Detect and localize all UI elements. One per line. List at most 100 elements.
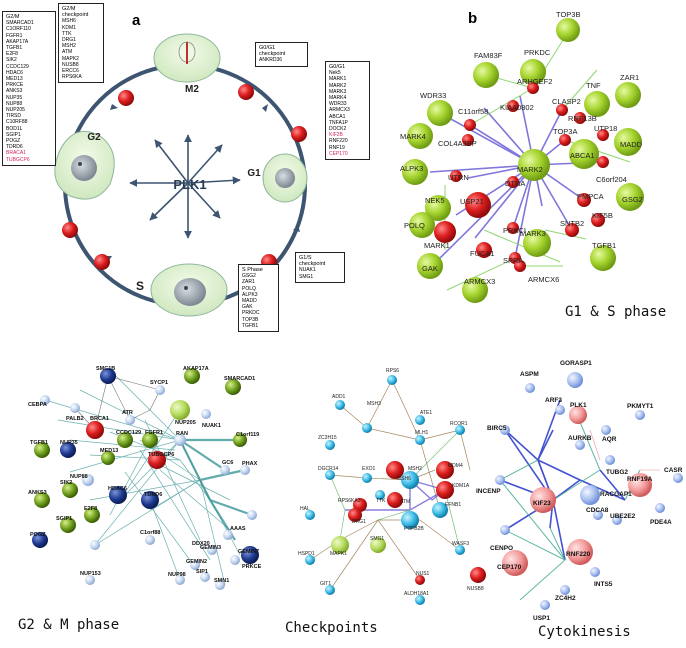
- checkpoint-dot: [94, 254, 110, 270]
- gene-item: TNFA1P: [329, 119, 348, 126]
- g0g1-checkpoint-box: G0/G1 checkpoint ANKRD36: [255, 42, 308, 67]
- gene-node: [174, 434, 186, 446]
- gene-node: [507, 222, 519, 234]
- gene-node: [225, 379, 241, 395]
- gene-item: POGZ: [6, 138, 21, 145]
- gene-node: [556, 18, 580, 42]
- node-label: FAM83F PRKDC TOP3B TNF ZAR1 WDR33 MARK4 …: [400, 10, 643, 286]
- svg-text:SGIP1: SGIP1: [56, 516, 72, 522]
- gene-node: [200, 572, 210, 582]
- gene-node: [241, 546, 259, 564]
- gene-item: NUP205: [6, 107, 25, 114]
- svg-text:SMG1: SMG1: [370, 536, 384, 542]
- g2m-checkpoint-list: MSH6 KDM1 TTK DRG1 MSH2 ATM MAPK2 NUSB8 …: [62, 18, 100, 80]
- svg-text:RAN: RAN: [176, 431, 188, 437]
- svg-text:C1orf88: C1orf88: [140, 530, 160, 536]
- svg-text:ATE1: ATE1: [420, 410, 432, 416]
- svg-text:MLH1: MLH1: [415, 430, 429, 436]
- gene-node: [109, 486, 127, 504]
- s-cell: [150, 263, 228, 317]
- gene-node: [220, 465, 230, 475]
- gene-node: [215, 580, 225, 590]
- g1s-network: FAM83F PRKDC TOP3B TNF ZAR1 WDR33 MARK4 …: [400, 10, 644, 303]
- svg-text:MARK2: MARK2: [517, 165, 543, 174]
- svg-text:SPRA: SPRA: [503, 256, 523, 265]
- svg-text:PLK1: PLK1: [570, 402, 587, 409]
- gene-node: [100, 368, 116, 384]
- gene-node: [593, 510, 603, 520]
- gene-item: ALPK3: [242, 291, 258, 298]
- gene-node: [375, 490, 385, 500]
- gene-item: NUP35: [6, 94, 23, 101]
- svg-text:ARHGEF2: ARHGEF2: [517, 77, 552, 86]
- svg-text:ZC4H2: ZC4H2: [555, 595, 576, 602]
- gene-node: [125, 415, 135, 425]
- svg-text:COL4A3BP: COL4A3BP: [438, 139, 477, 148]
- checkpoint-dot: [118, 90, 134, 106]
- svg-text:BIRC5: BIRC5: [487, 425, 507, 432]
- gene-item: C1ORF110: [6, 26, 31, 33]
- svg-text:GEMIN2: GEMIN2: [186, 559, 207, 565]
- svg-text:ARMCX6: ARMCX6: [528, 275, 559, 284]
- svg-text:PRKCI: PRKCI: [503, 226, 526, 235]
- svg-text:ARF3: ARF3: [545, 397, 562, 404]
- gene-item: ERCC6: [62, 68, 79, 75]
- gene-node: [436, 461, 454, 479]
- svg-text:ABCA1: ABCA1: [570, 151, 595, 160]
- gene-node: [207, 545, 217, 555]
- gene-item: RNF220: [329, 138, 348, 145]
- phase-m2-label: M2: [185, 84, 199, 95]
- svg-text:CCDC129: CCDC129: [116, 430, 141, 436]
- gene-node: [462, 277, 488, 303]
- gene-node: [84, 507, 100, 523]
- gene-node: [507, 100, 519, 112]
- gene-item: DOCK2: [329, 126, 347, 133]
- svg-text:ARMCX3: ARMCX3: [464, 277, 495, 286]
- gene-node: [427, 100, 453, 126]
- svg-text:PRKDC: PRKDC: [524, 48, 551, 57]
- svg-text:NUP98: NUP98: [168, 572, 186, 578]
- gene-node: [567, 372, 583, 388]
- gene-node: [565, 223, 579, 237]
- svg-text:HSPD1: HSPD1: [298, 551, 315, 557]
- gene-item: TGFB1: [242, 322, 259, 329]
- gene-node: [86, 421, 104, 439]
- gene-node: [628, 473, 652, 497]
- gene-node: [145, 535, 155, 545]
- phase-g2-label: G2: [87, 132, 101, 143]
- svg-text:TOP3A: TOP3A: [553, 127, 577, 136]
- svg-text:DDX20: DDX20: [192, 541, 210, 547]
- svg-text:PRKCE: PRKCE: [242, 564, 262, 570]
- svg-text:POGZ: POGZ: [30, 532, 46, 538]
- svg-text:NUS1: NUS1: [416, 571, 430, 577]
- gene-node: [601, 425, 611, 435]
- gene-node: [432, 502, 448, 518]
- node-label: RPS6 ADD1 MSH3 ATE1 MLH1 ZC3H15 EXO1 MSH…: [298, 368, 484, 597]
- gene-node: [34, 442, 50, 458]
- g0g1-box: G0/G1 Nek5 MARK1 MARK2 MARK3 MARK4 WDR33…: [325, 61, 370, 161]
- svg-text:MED13: MED13: [100, 448, 118, 454]
- gene-item: MAPK2: [62, 55, 79, 62]
- gene-node: [240, 465, 250, 475]
- gene-item: SMARCAD1: [6, 20, 34, 27]
- checkpoints-network: RPS6 ADD1 MSH3 ATE1 MLH1 ZC3H15 EXO1 MSH…: [298, 368, 486, 605]
- svg-text:RACGAP1: RACGAP1: [600, 491, 632, 498]
- svg-text:DGCR14: DGCR14: [318, 466, 339, 472]
- g0g1-title: G0/G1: [329, 64, 346, 70]
- gene-node: [117, 432, 133, 448]
- gene-node: [141, 491, 159, 509]
- gene-item: MSH6: [62, 18, 76, 25]
- gene-item: Nek5: [329, 70, 341, 77]
- g2-cell: [54, 130, 115, 200]
- gene-node: [591, 213, 605, 227]
- checkpoint-dot: [62, 222, 78, 238]
- caption-cytokinesis: Cytokinesis: [538, 624, 631, 640]
- svg-text:ZAR1: ZAR1: [620, 73, 639, 82]
- g0g1-checkpoint-title: G0/G1: [259, 45, 276, 51]
- gene-node: [450, 170, 462, 182]
- svg-text:RNF220: RNF220: [566, 551, 591, 558]
- svg-text:MARK1: MARK1: [424, 241, 450, 250]
- svg-text:GIT1: GIT1: [320, 581, 331, 587]
- svg-text:CEP170: CEP170: [497, 564, 522, 571]
- gene-node: [584, 91, 610, 117]
